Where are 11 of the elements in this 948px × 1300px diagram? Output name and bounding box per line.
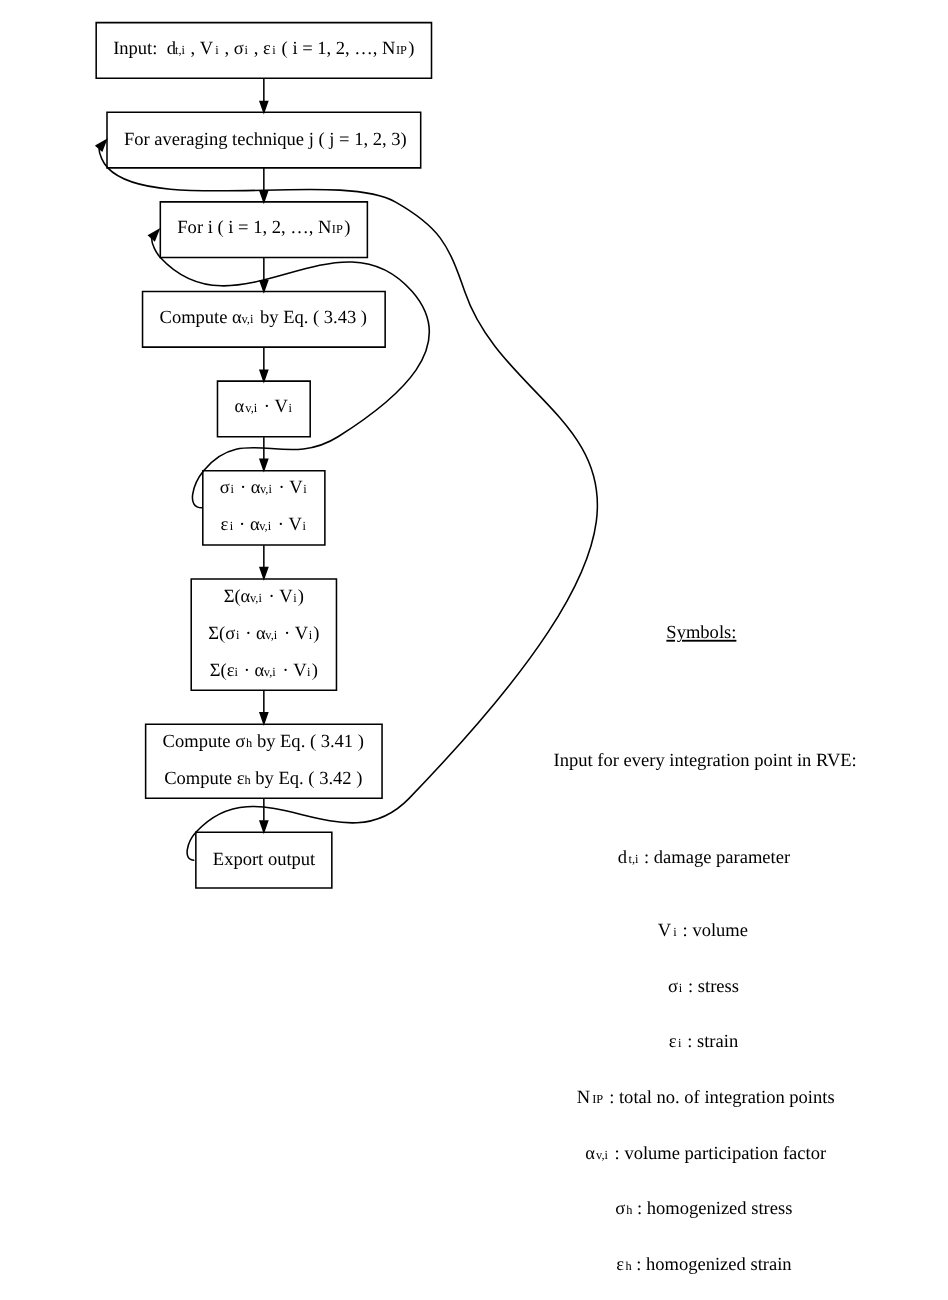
label: Input for every integration point in RVE:: [553, 752, 857, 773]
arrow: [258, 689, 269, 726]
arrow: [258, 797, 269, 835]
arrow: [258, 346, 269, 384]
arrow: [258, 167, 269, 205]
arrow: [258, 544, 269, 581]
node-box: Export output: [195, 831, 333, 889]
node-box: For averaging technique j ( j = 1, 2, 3): [106, 111, 422, 169]
arrow: [258, 77, 269, 115]
label: Symbols:: [666, 623, 737, 644]
arrow: [258, 436, 269, 473]
